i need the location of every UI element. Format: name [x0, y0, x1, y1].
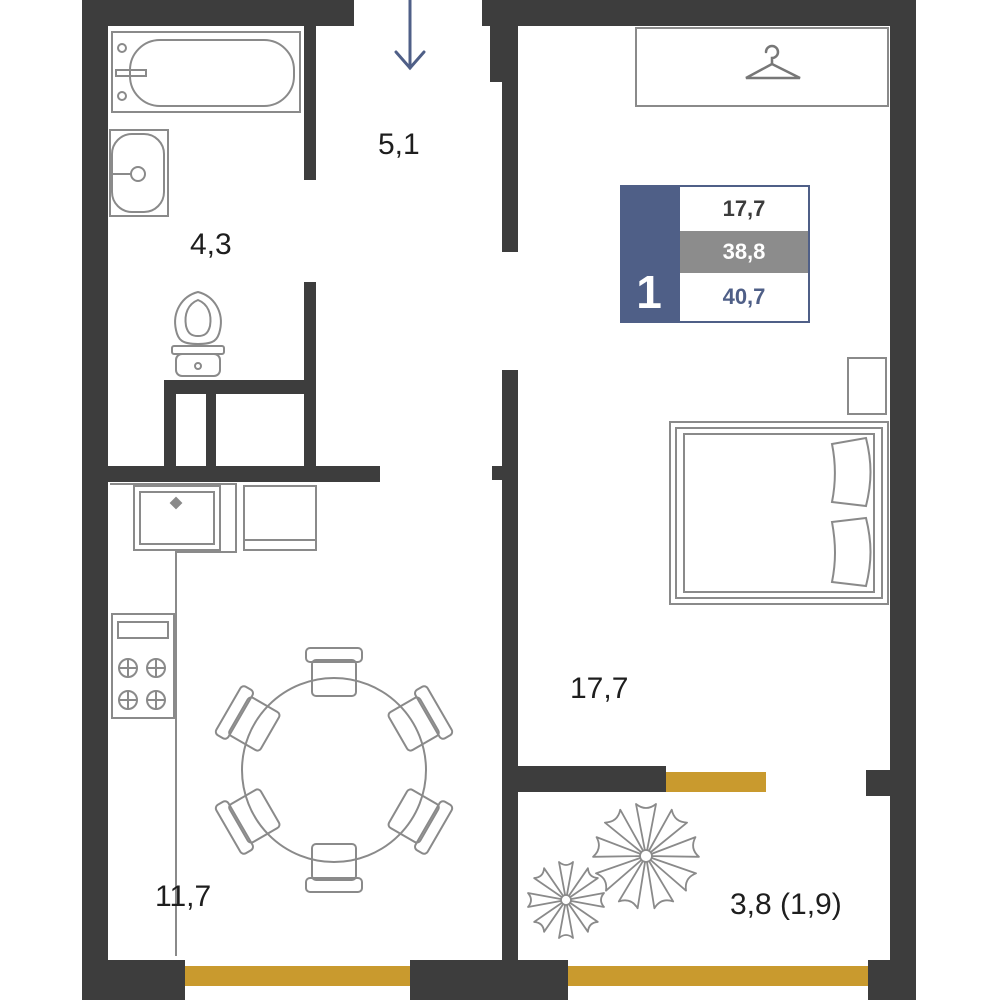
kitchen-sink: [133, 485, 221, 551]
wall-bottom-2: [410, 960, 568, 1000]
walls: [82, 0, 916, 1000]
kitchen-area-label: 11,7: [155, 880, 212, 913]
bed-icon: [669, 357, 889, 605]
plant-icon: [527, 803, 700, 939]
badge-areas: 17,7 38,8 40,7: [678, 185, 810, 323]
wall-bath-upper: [304, 26, 316, 180]
balcony-area-label: 3,8 (1,9): [730, 888, 842, 921]
chair: [305, 647, 363, 697]
total-area-value: 40,7: [722, 284, 766, 309]
wall-left: [82, 0, 108, 1000]
wall-center-upper: [502, 26, 518, 252]
window-balcony: [568, 966, 868, 986]
pillow: [830, 436, 872, 508]
dining-table-icon: [214, 647, 454, 893]
pillow: [830, 516, 872, 588]
wall-center-lower: [502, 370, 518, 960]
window-kitchen: [185, 966, 410, 986]
chair: [387, 685, 454, 752]
sink-icon: [109, 129, 169, 217]
stove-icon: [111, 613, 175, 719]
wall-center-jamb: [490, 26, 504, 82]
rooms-count: 1: [620, 185, 678, 323]
wall-balcony-top-right: [866, 770, 890, 796]
toilet-icon: [171, 290, 225, 377]
wall-top-left: [82, 0, 354, 26]
wall-balcony-top: [518, 766, 666, 792]
wall-top-right: [482, 0, 900, 26]
wall-bath-bottom: [108, 466, 380, 482]
storage-shelves: [164, 380, 304, 470]
wall-bottom-3: [868, 960, 916, 1000]
bathtub-icon: [111, 31, 301, 113]
wall-bath-lower: [304, 282, 316, 470]
hallway-area-label: 5,1: [378, 128, 420, 161]
fridge: [243, 485, 317, 551]
hanger-icon: [745, 44, 801, 80]
kitchen-counter: [110, 483, 317, 956]
living-area-value: 17,7: [722, 196, 766, 221]
apartment-badge: 1 17,7 38,8 40,7: [620, 185, 810, 323]
wall-right: [890, 0, 916, 1000]
wall-center-notch: [492, 466, 504, 480]
chair: [214, 685, 281, 752]
wall-bottom-1: [82, 960, 185, 1000]
bathroom-area-label: 4,3: [190, 228, 232, 261]
wardrobe: [635, 27, 889, 107]
entrance-arrow-icon: [394, 0, 426, 71]
window-bedroom: [666, 772, 766, 792]
chair: [214, 788, 281, 855]
windows: [185, 772, 868, 986]
bedroom-area-label: 17,7: [570, 672, 629, 705]
chair: [387, 788, 454, 855]
area-value: 38,8: [680, 231, 808, 273]
chair: [305, 843, 363, 893]
